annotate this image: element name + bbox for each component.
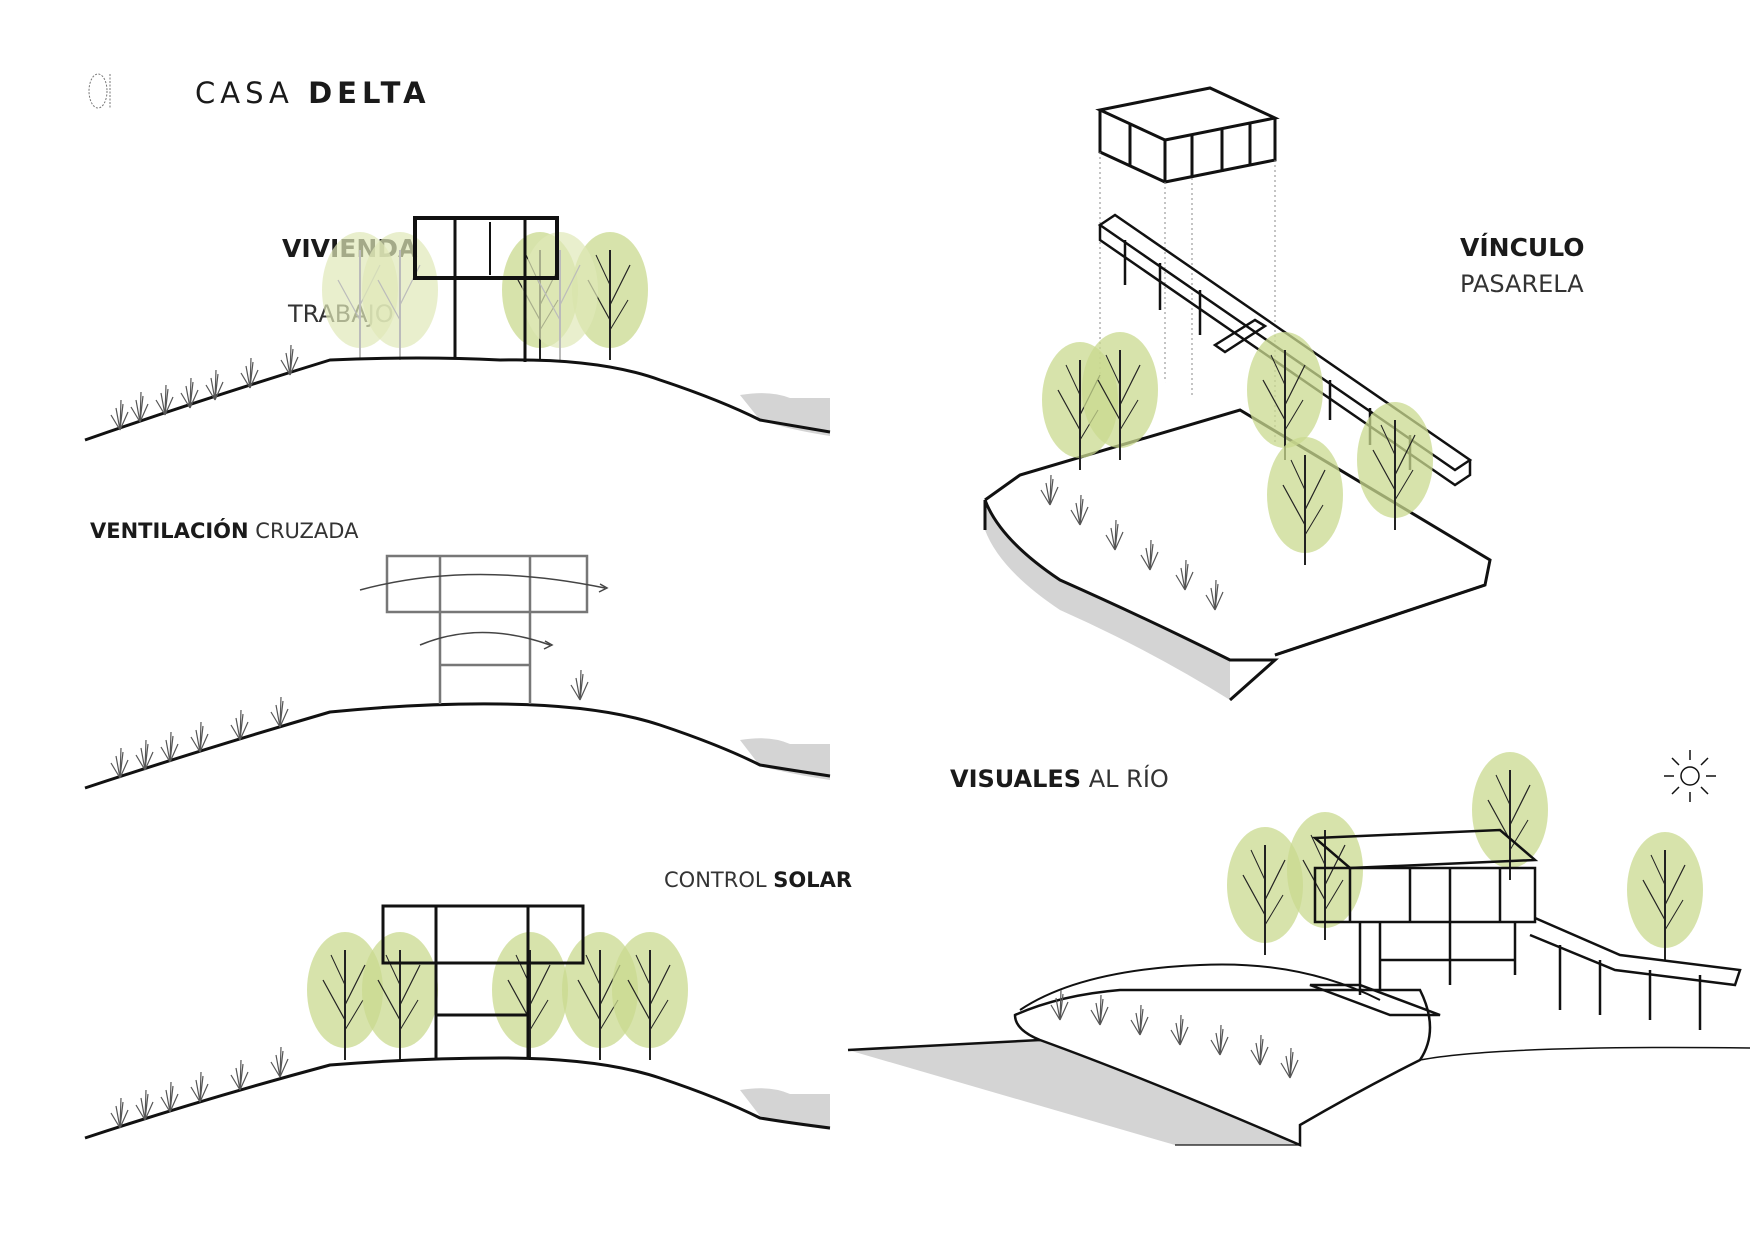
section-vivienda-drawing <box>84 216 831 442</box>
label-control-solar: CONTROL SOLAR <box>664 868 852 892</box>
label-cruzada: CRUZADA <box>248 519 359 543</box>
label-visuales: VISUALES <box>950 765 1082 793</box>
section-control-solar-drawing <box>84 904 831 1140</box>
label-solar: SOLAR <box>773 868 853 892</box>
vinculo-axonometric-drawing <box>983 86 1492 702</box>
visuales-perspective-drawing <box>847 750 1751 1147</box>
label-al-rio: AL RÍO <box>1081 765 1169 793</box>
label-ventilacion-cruzada: VENTILACIÓN CRUZADA <box>90 519 358 543</box>
page-title-bold: DELTA <box>308 76 431 110</box>
label-vinculo: VÍNCULO <box>1460 233 1585 262</box>
label-control: CONTROL <box>664 868 774 892</box>
section-ventilacion-drawing <box>84 554 831 790</box>
sun-icon <box>1664 750 1716 802</box>
page-title: CASA DELTA <box>195 76 431 110</box>
page-title-light: CASA <box>195 76 309 110</box>
project-number-icon <box>88 73 111 109</box>
label-ventilacion: VENTILACIÓN <box>90 519 249 543</box>
label-visuales-al-rio: VISUALES AL RÍO <box>950 765 1169 793</box>
label-pasarela: PASARELA <box>1460 270 1584 298</box>
